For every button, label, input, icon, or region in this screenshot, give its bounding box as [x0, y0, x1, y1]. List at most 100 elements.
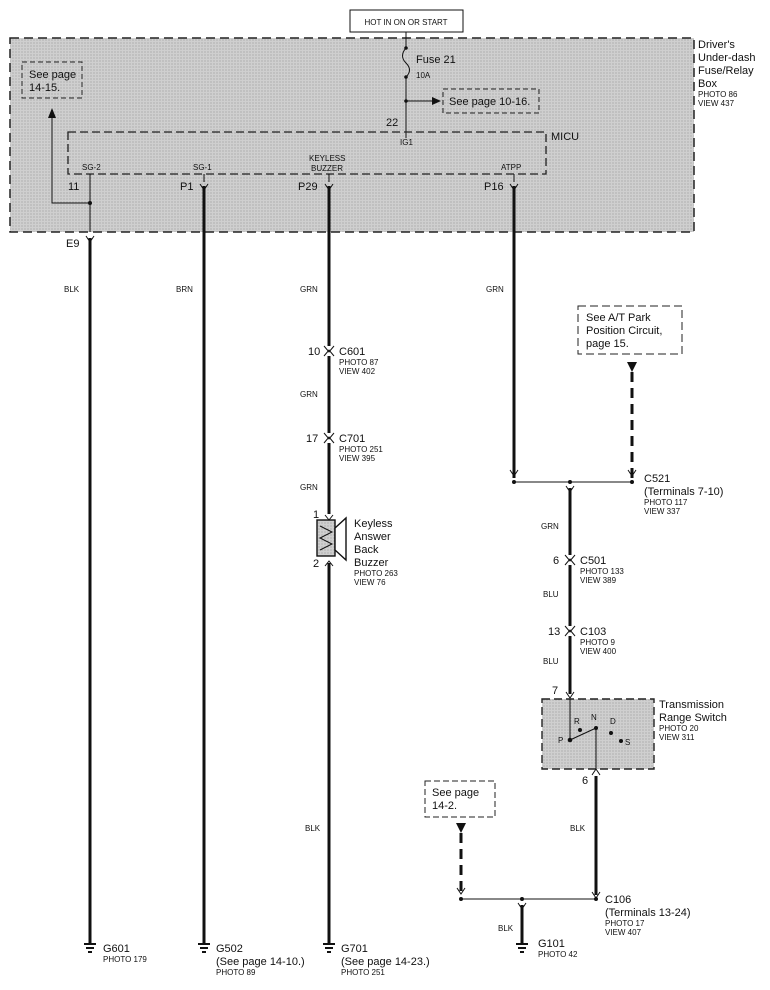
c601-name: C601 [339, 346, 365, 358]
fuse-21-label: Fuse 21 [416, 54, 456, 66]
c701-name: C701 [339, 433, 365, 445]
ground-g502-icon [198, 943, 210, 953]
see-page-14-15-line1: See page [29, 69, 76, 81]
trs-pos-r: R [574, 717, 580, 726]
g701-photo: PHOTO 251 [341, 968, 385, 977]
fuse-box-title-3: Fuse/Relay [698, 65, 754, 77]
ground-g601-icon [84, 943, 96, 953]
g701-note: (See page 14-23.) [341, 956, 430, 968]
connector-c601 [323, 345, 335, 357]
see-page-10-16-label: See page 10-16. [449, 96, 530, 108]
connector-c701 [323, 432, 335, 444]
buzzer-name-2: Answer [354, 531, 391, 543]
see-page-10-16-ref[interactable]: See page 10-16. [442, 88, 540, 114]
c103-pin: 13 [548, 626, 560, 638]
c103-name: C103 [580, 626, 606, 638]
ground-g101-icon [516, 943, 528, 953]
sg2-link-arrow [48, 108, 56, 118]
connector-c103 [564, 625, 576, 637]
trs-pin-6: 6 [582, 775, 588, 787]
g601-photo: PHOTO 179 [103, 955, 147, 964]
c701-view: VIEW 395 [339, 454, 376, 463]
wire-label-p29-bottom: BLK [305, 824, 321, 833]
fuse-box-photo: PHOTO 86 [698, 90, 738, 99]
buzzer-pin-2: 2 [313, 558, 319, 570]
g502-name: G502 [216, 943, 243, 955]
buzzer-view: VIEW 76 [354, 578, 386, 587]
wire-label-c103: BLU [543, 657, 559, 666]
wire-label-trs: BLK [570, 824, 586, 833]
c601-photo: PHOTO 87 [339, 358, 379, 367]
buzzer-photo: PHOTO 263 [354, 569, 398, 578]
c521-photo: PHOTO 117 [644, 498, 688, 507]
connector-c501 [564, 554, 576, 566]
fuse-relay-box [9, 37, 695, 233]
micu-pin-atpp: ATPP [501, 163, 521, 172]
c601-view: VIEW 402 [339, 367, 376, 376]
wire-p1-brn [199, 183, 209, 943]
trs-photo: PHOTO 20 [659, 724, 699, 733]
connector-c521 [512, 480, 634, 493]
trs-pos-p: P [558, 736, 563, 745]
wire-label-e9: BLK [64, 285, 80, 294]
c106-photo: PHOTO 17 [605, 919, 645, 928]
see-page-14-2-ref[interactable]: See page 14-2. [424, 780, 496, 818]
buzzer-name-1: Keyless [354, 518, 393, 530]
ground-g701-icon [323, 943, 335, 953]
wire-label-p29-mid: GRN [300, 390, 318, 399]
c701-pin: 17 [306, 433, 318, 445]
wire-p16-grn [509, 183, 519, 478]
c501-name: C501 [580, 555, 606, 567]
c521-view: VIEW 337 [644, 507, 681, 516]
micu-pin-sg1: SG-1 [193, 163, 212, 172]
see-page-14-15-line2: 14-15. [29, 82, 60, 94]
wire-e9-blk [85, 235, 95, 943]
c701-photo: PHOTO 251 [339, 445, 383, 454]
wire-p29 [324, 183, 334, 943]
fuse-box-title-4: Box [698, 78, 717, 90]
wire-label-p1: BRN [176, 285, 193, 294]
fuse-21 [402, 32, 441, 138]
buzzer-name-3: Back [354, 544, 379, 556]
trs-pos-d: D [610, 717, 616, 726]
terminal-p1: P1 [180, 181, 193, 193]
terminal-p29: P29 [298, 181, 318, 193]
trs-name-2: Range Switch [659, 712, 727, 724]
micu-label: MICU [551, 131, 579, 143]
fuse-box-title-1: Driver's [698, 39, 735, 51]
trs-view: VIEW 311 [659, 733, 695, 742]
c601-pin: 10 [308, 346, 320, 358]
fuse-21-rating: 10A [416, 71, 431, 80]
wire-label-g101: BLK [498, 924, 514, 933]
see-page-14-2-line1: See page [432, 787, 479, 799]
connector-c106 [459, 891, 601, 910]
g502-photo: PHOTO 89 [216, 968, 256, 977]
c106-view: VIEW 407 [605, 928, 642, 937]
c106-note: (Terminals 13-24) [605, 907, 691, 919]
terminal-p16: P16 [484, 181, 504, 193]
see-page-14-15-ref[interactable]: See page 14-15. [21, 61, 83, 99]
see-page-14-2-line2: 14-2. [432, 800, 457, 812]
wire-label-p29-top: GRN [300, 285, 318, 294]
c501-pin: 6 [553, 555, 559, 567]
micu-box [67, 131, 547, 175]
at-park-ref-3: page 15. [586, 338, 629, 350]
g502-note: (See page 14-10.) [216, 956, 305, 968]
trs-pos-n: N [591, 713, 597, 722]
wire-label-p16: GRN [486, 285, 504, 294]
at-park-ref[interactable]: See A/T Park Position Circuit, page 15. [577, 305, 683, 355]
g101-photo: PHOTO 42 [538, 950, 578, 959]
see-page-14-2-arrow [456, 823, 466, 833]
at-park-ref-1: See A/T Park [586, 312, 651, 324]
fuse-box-view: VIEW 437 [698, 99, 735, 108]
transmission-range-switch [541, 691, 655, 776]
micu-pin-keyless-1: KEYLESS [309, 154, 345, 163]
trs-name-1: Transmission [659, 699, 724, 711]
c103-view: VIEW 400 [580, 647, 617, 656]
c501-photo: PHOTO 133 [580, 567, 624, 576]
trs-pin-7: 7 [552, 685, 558, 697]
connector-e9: E9 [66, 238, 79, 250]
c106-name: C106 [605, 894, 631, 906]
c521-name: C521 [644, 473, 670, 485]
